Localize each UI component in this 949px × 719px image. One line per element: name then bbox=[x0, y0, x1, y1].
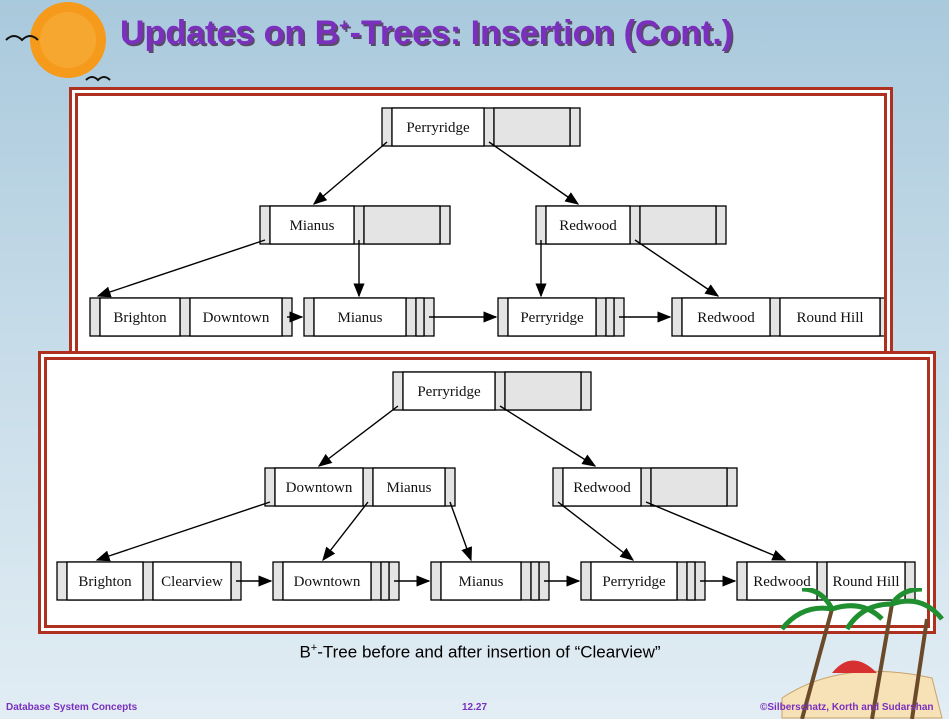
sun-seagull-logo bbox=[5, 2, 111, 82]
node-key: Redwood bbox=[753, 574, 811, 590]
node-key: Perryridge bbox=[520, 310, 584, 326]
node-key: Brighton bbox=[113, 310, 167, 326]
after-leaf-node-1: Brighton Clearview bbox=[56, 561, 242, 601]
after-leaf-node-4: Perryridge bbox=[580, 561, 706, 601]
pointer-arrow bbox=[312, 141, 388, 205]
seagull-icon bbox=[5, 35, 39, 42]
node-key: Mianus bbox=[459, 574, 504, 590]
after-internal-node-1: Downtown Mianus bbox=[264, 467, 456, 507]
node-key: Round Hill bbox=[796, 310, 863, 326]
after-leaf-node-3: Mianus bbox=[430, 561, 550, 601]
node-key: Mianus bbox=[290, 218, 335, 234]
pointer-arrow bbox=[488, 141, 580, 205]
beach-umbrella-icon bbox=[832, 660, 877, 673]
node-key: Perryridge bbox=[406, 120, 470, 136]
pointer-arrow bbox=[645, 501, 787, 561]
node-key: Perryridge bbox=[602, 574, 666, 590]
node-key: Round Hill bbox=[832, 574, 899, 590]
pointer-arrow bbox=[95, 501, 271, 562]
before-leaf-node-4: Redwood Round Hill bbox=[671, 297, 891, 337]
node-key: Brighton bbox=[78, 574, 132, 590]
node-key: Mianus bbox=[338, 310, 383, 326]
before-leaf-node-3: Perryridge bbox=[497, 297, 625, 337]
node-key: Downtown bbox=[294, 574, 361, 590]
pointer-arrow bbox=[322, 501, 369, 562]
before-leaf-node-1: Brighton Downtown bbox=[89, 297, 293, 337]
before-internal-node-2: Redwood bbox=[535, 205, 727, 245]
pointer-arrow bbox=[557, 501, 635, 561]
after-root-node: Perryridge bbox=[392, 371, 592, 411]
pointer-arrow bbox=[499, 405, 597, 467]
before-leaf-node-2: Mianus bbox=[303, 297, 435, 337]
pointer-arrow bbox=[634, 239, 720, 297]
after-leaf-node-2: Downtown bbox=[272, 561, 400, 601]
pointer-arrow bbox=[317, 405, 399, 467]
node-key: Redwood bbox=[559, 218, 617, 234]
node-key: Redwood bbox=[697, 310, 755, 326]
node-key: Mianus bbox=[387, 480, 432, 496]
palm-beach-clipart bbox=[780, 588, 944, 719]
footer-copyright: ©Silberschatz, Korth and Sudarshan bbox=[760, 702, 934, 713]
node-key: Redwood bbox=[573, 480, 631, 496]
footer-page-number: 12.27 bbox=[462, 702, 488, 713]
before-internal-node-1: Mianus bbox=[259, 205, 451, 245]
pointer-arrow bbox=[449, 501, 472, 562]
footer-left: Database System Concepts bbox=[6, 702, 138, 713]
figure-caption: B+-Tree before and after insertion of “C… bbox=[299, 642, 661, 662]
node-key: Clearview bbox=[161, 574, 223, 590]
after-internal-node-2: Redwood bbox=[552, 467, 738, 507]
slide-title: Updates on B+-Trees: Insertion (Cont.) bbox=[120, 14, 734, 52]
node-key: Downtown bbox=[203, 310, 270, 326]
pointer-arrow bbox=[96, 239, 266, 298]
node-key: Downtown bbox=[286, 480, 353, 496]
node-key: Perryridge bbox=[417, 384, 481, 400]
after-leaf-node-5: Redwood Round Hill bbox=[736, 561, 916, 601]
before-root-node: Perryridge bbox=[381, 107, 581, 147]
